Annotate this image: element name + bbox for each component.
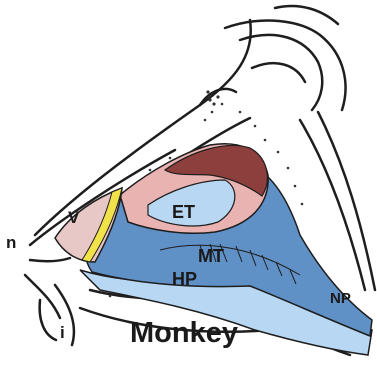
label-np: NP <box>330 290 351 307</box>
label-v: V <box>68 208 80 227</box>
label-hp: HP <box>172 269 197 289</box>
label-et: ET <box>172 202 195 222</box>
diagram-title: Monkey <box>130 317 238 349</box>
label-n: n <box>6 233 16 252</box>
label-i: i <box>60 323 65 342</box>
label-mt: MT <box>198 246 224 266</box>
